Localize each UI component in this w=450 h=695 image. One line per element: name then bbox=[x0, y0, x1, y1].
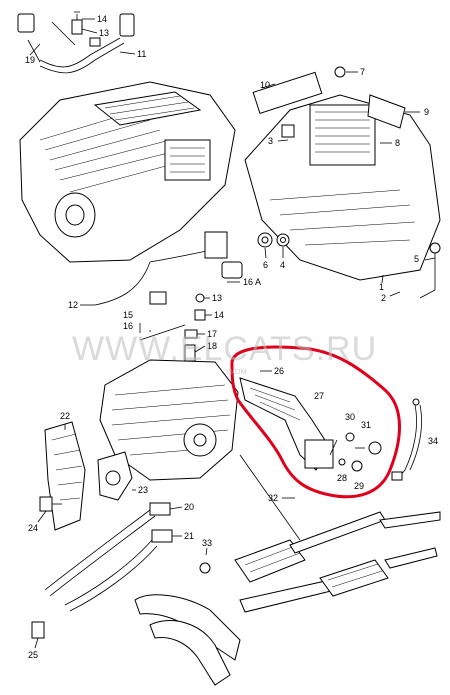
callout-28: 28 bbox=[337, 473, 347, 483]
callout-11: 11 bbox=[137, 49, 146, 59]
callout-13-mid: 13 bbox=[212, 293, 222, 303]
callout-26: 26 bbox=[274, 366, 284, 376]
bracket-27 bbox=[304, 439, 334, 469]
callout-20: 20 bbox=[184, 502, 194, 512]
lower-engine-block bbox=[99, 359, 239, 481]
callout-30: 30 bbox=[345, 412, 355, 422]
callout-14-top: 14 bbox=[97, 14, 107, 24]
engine-assembly bbox=[19, 81, 236, 263]
nut-28 bbox=[338, 458, 346, 466]
callout-1: 1 bbox=[379, 282, 384, 292]
callout-10: 10 bbox=[260, 80, 270, 90]
callout-25: 25 bbox=[28, 650, 38, 660]
connector-mid bbox=[149, 291, 167, 305]
callout-2: 2 bbox=[381, 293, 386, 303]
connector-21 bbox=[151, 529, 173, 543]
ecu-cover bbox=[367, 94, 406, 129]
connector-20 bbox=[149, 502, 171, 516]
bracket-assembly bbox=[239, 377, 382, 472]
bolt-33 bbox=[199, 562, 211, 574]
catalytic-converter bbox=[234, 539, 306, 583]
lower-left-sensors bbox=[31, 451, 211, 639]
callout-6: 6 bbox=[263, 260, 268, 270]
grommets bbox=[257, 232, 290, 248]
callout-7: 7 bbox=[360, 67, 365, 77]
connector-top-left bbox=[17, 13, 35, 33]
highlight-outline bbox=[230, 345, 401, 499]
callout-16: 16 bbox=[123, 321, 133, 331]
bolt-31 bbox=[368, 441, 382, 455]
callout-17: 17 bbox=[207, 329, 217, 339]
o2-sensor-lead bbox=[391, 398, 422, 481]
callout-14-mid: 14 bbox=[214, 310, 224, 320]
callout-18: 18 bbox=[207, 341, 217, 351]
ecu-tray bbox=[244, 66, 441, 299]
callout-22: 22 bbox=[60, 411, 70, 421]
callout-33: 33 bbox=[202, 538, 212, 548]
connector-top-right bbox=[119, 13, 135, 37]
callout-29: 29 bbox=[354, 481, 364, 491]
callout-15: 15 bbox=[123, 310, 133, 320]
rear-silencer bbox=[319, 559, 389, 597]
callout-16a: 16 A bbox=[243, 277, 261, 287]
watermark: WWW.ELCATS.RU bbox=[72, 330, 377, 368]
callouts: 19 14 13 11 10 7 9 3 8 6 4 5 1 2 13 16 A… bbox=[25, 14, 438, 660]
bolt-25 bbox=[31, 621, 45, 639]
callout-8: 8 bbox=[395, 138, 400, 148]
intake-manifold bbox=[164, 139, 211, 181]
top-harness bbox=[17, 11, 135, 74]
bolt-7 bbox=[334, 66, 346, 78]
callout-23: 23 bbox=[138, 485, 148, 495]
probe-32 bbox=[239, 454, 301, 541]
callout-19: 19 bbox=[25, 55, 35, 65]
connector-16a bbox=[204, 231, 228, 259]
clip-top bbox=[89, 37, 101, 47]
bolt-24 bbox=[39, 496, 53, 512]
callout-9: 9 bbox=[424, 107, 429, 117]
callout-4: 4 bbox=[280, 260, 285, 270]
callout-27: 27 bbox=[314, 391, 324, 401]
callout-32: 32 bbox=[268, 493, 278, 503]
ecu-module bbox=[309, 104, 376, 166]
bolt-29 bbox=[351, 460, 363, 472]
callout-13-top: 13 bbox=[99, 28, 109, 38]
middle-harness bbox=[94, 231, 243, 362]
washer-30 bbox=[345, 432, 355, 442]
exhaust-system bbox=[134, 454, 441, 686]
watermark-small: 3502M bbox=[225, 369, 247, 376]
callout-21: 21 bbox=[184, 531, 194, 541]
heat-shield-22 bbox=[44, 421, 86, 531]
relay-carrier bbox=[252, 71, 323, 114]
relay-3 bbox=[281, 124, 295, 138]
callout-5: 5 bbox=[414, 254, 419, 264]
callout-12: 12 bbox=[68, 300, 78, 310]
callout-3: 3 bbox=[268, 136, 273, 146]
callout-34: 34 bbox=[428, 436, 438, 446]
callout-24: 24 bbox=[28, 523, 38, 533]
sensor-top bbox=[71, 19, 83, 35]
callout-31: 31 bbox=[361, 420, 371, 430]
leader-lines bbox=[29, 18, 436, 649]
